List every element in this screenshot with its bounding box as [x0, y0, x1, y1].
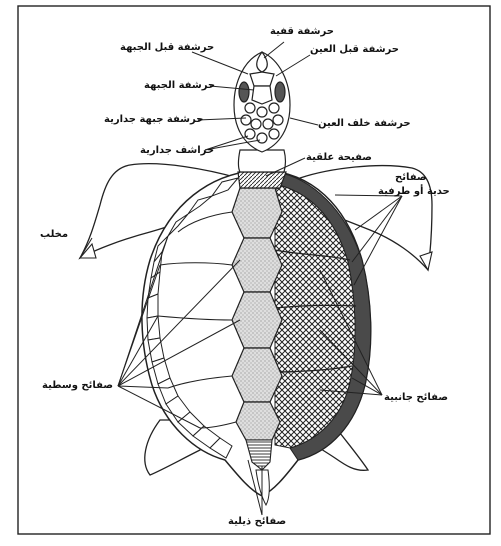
head	[234, 52, 290, 152]
label-parietals: حراشف جدارية	[140, 145, 214, 157]
label-claw: مخلب	[40, 229, 68, 241]
label-frontoparietal: حرشفة جبهة جدارية	[104, 114, 203, 126]
label-vertebral: صفائح وسطية	[42, 380, 113, 392]
label-marginal-1: صفائح	[395, 172, 427, 184]
label-supracaudal: صفائح ذيلية	[228, 516, 286, 528]
label-costal: صفائح جانبية	[384, 392, 448, 404]
label-marginal-2: حدية أو طرفية	[378, 186, 450, 198]
neck	[239, 150, 286, 172]
nuchal-plate	[238, 172, 286, 188]
label-prefrontal: حرشفة قبل الجبهة	[120, 42, 214, 54]
label-postocular: حرشفة خلف العين	[318, 118, 411, 130]
label-nuchal-plate: صفيحة علقية	[306, 152, 372, 164]
label-frontal: حرشفة الجبهة	[144, 80, 215, 92]
label-nuchal-head: حرشفة قفية	[270, 26, 334, 38]
label-preocular: حرشفة قبل العين	[310, 44, 399, 56]
